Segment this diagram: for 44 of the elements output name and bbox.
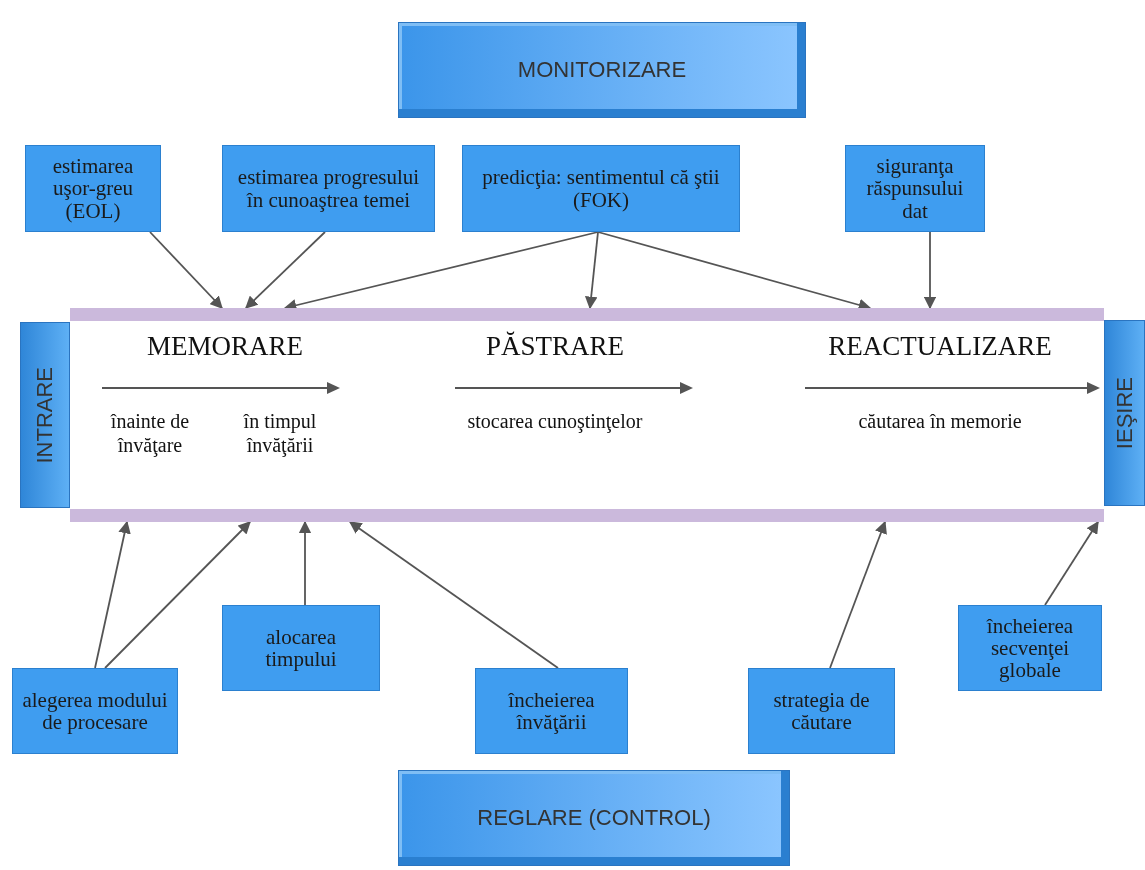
category-box — [398, 22, 806, 118]
arrow — [104, 521, 251, 669]
arrow — [584, 231, 599, 310]
side-box — [1104, 320, 1145, 506]
process-box — [958, 605, 1102, 691]
box-label: încheierea învăţării — [507, 688, 596, 734]
process-box — [25, 145, 161, 232]
stage-description: înainte de învăţare — [109, 409, 191, 457]
box-label: predicţia: sentimentul că ştii (FOK) — [481, 166, 721, 211]
process-band — [70, 308, 1104, 522]
process-box — [475, 668, 628, 754]
arrow — [298, 520, 312, 606]
arrow — [923, 231, 937, 310]
stage-heading: REACTUALIZARE — [827, 331, 1053, 362]
box-label: alocarea timpului — [264, 625, 338, 671]
arrow — [149, 231, 223, 309]
process-box — [845, 145, 985, 232]
process-box — [12, 668, 178, 754]
process-box — [222, 145, 435, 232]
process-box — [748, 668, 895, 754]
arrow — [245, 231, 326, 309]
box-label: încheierea secvenţei globale — [985, 614, 1075, 682]
arrow — [1044, 520, 1099, 606]
stage-heading: MEMORARE — [146, 331, 304, 362]
box-label: alegerea modului de procesare — [21, 688, 169, 734]
box-label: strategia de căutare — [772, 688, 871, 734]
stage-description: căutarea în memorie — [857, 409, 1023, 433]
box-label: INTRARE — [32, 366, 58, 464]
category-box — [398, 770, 790, 866]
box-label: siguranţa răspunsului dat — [865, 155, 965, 222]
box-label: estimarea uşor-greu (EOL) — [51, 155, 135, 222]
category-label: MONITORIZARE — [517, 56, 687, 84]
arrow — [348, 521, 559, 669]
side-box — [20, 322, 70, 508]
stage-heading: PĂSTRARE — [484, 331, 625, 362]
stage-description: stocarea cunoştinţelor — [466, 409, 644, 433]
arrow — [94, 520, 131, 669]
process-box — [462, 145, 740, 232]
stage-description: în timpul învăţării — [242, 409, 318, 457]
category-label: REGLARE (CONTROL) — [477, 804, 711, 832]
process-box — [222, 605, 380, 691]
box-label: IEŞIRE — [1111, 376, 1138, 450]
box-label: estimarea progresului în cunoaştrea temei — [236, 166, 421, 211]
arrow — [829, 520, 887, 669]
